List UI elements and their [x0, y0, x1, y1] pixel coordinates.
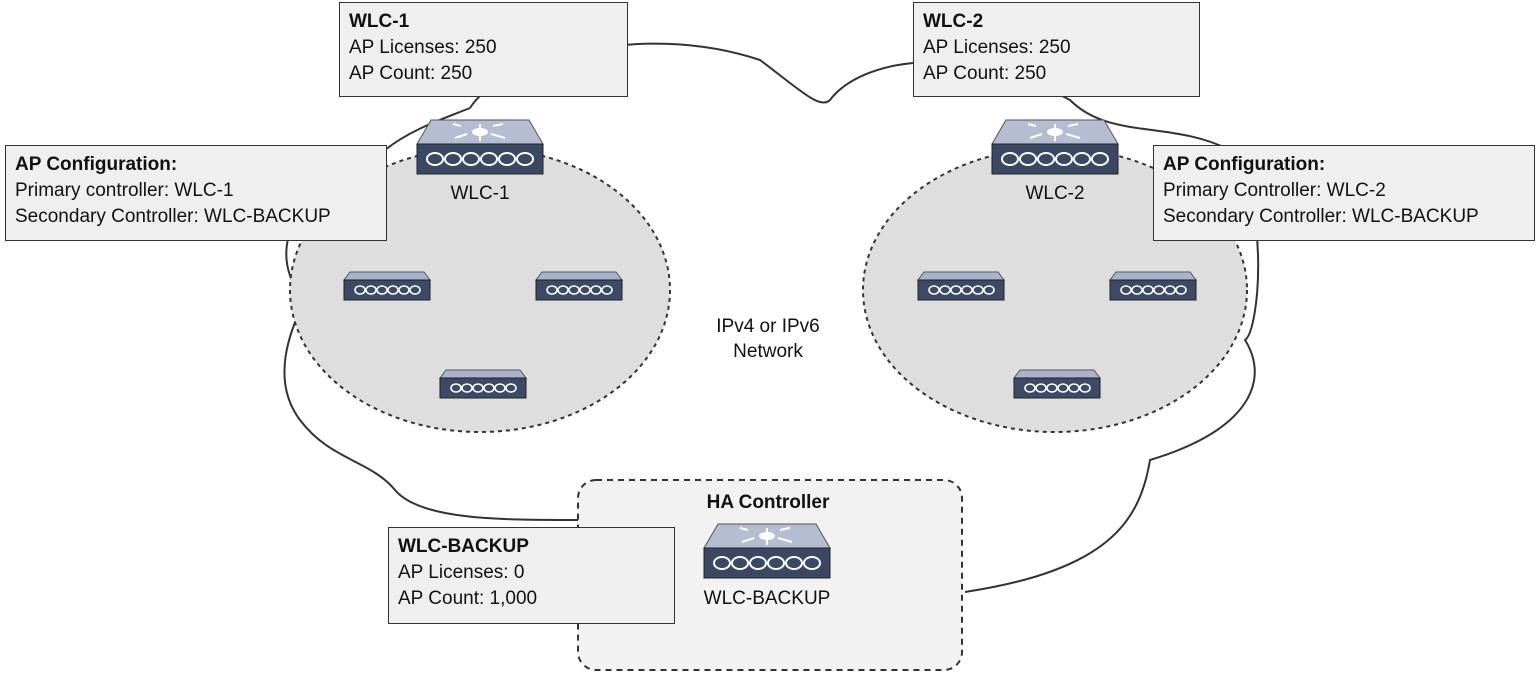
access-point-icon: [917, 271, 1005, 301]
wlc2-device-label: WLC-2: [1025, 183, 1085, 204]
ap-config-right-secondary: Secondary Controller: WLC-BACKUP: [1163, 206, 1479, 227]
access-point-icon: [343, 271, 431, 301]
network-label-line1: IPv4 or IPv6: [716, 316, 820, 337]
wlc2-info-box: WLC-2 AP Licenses: 250 AP Count: 250: [913, 2, 1200, 97]
wlc2-ap-zone: [862, 147, 1248, 433]
ap-config-left-secondary: Secondary Controller: WLC-BACKUP: [15, 206, 331, 227]
wlc1-device-label: WLC-1: [450, 183, 510, 204]
wlc2-controller-icon: [991, 119, 1119, 175]
wlc1-ap-count: AP Count: 250: [349, 63, 473, 84]
ap-config-right-box: AP Configuration: Primary Controller: WL…: [1153, 145, 1535, 241]
wlc2-ap-licenses: AP Licenses: 250: [923, 37, 1071, 58]
wlc-backup-controller-icon: [703, 523, 831, 579]
access-point-icon: [1013, 369, 1101, 399]
ap-config-left-title: AP Configuration:: [15, 154, 178, 175]
wlc-backup-ap-licenses: AP Licenses: 0: [398, 562, 525, 583]
wlc1-info-title: WLC-1: [349, 11, 410, 32]
ap-config-left-primary: Primary controller: WLC-1: [15, 180, 234, 201]
wlc2-ap-count: AP Count: 250: [923, 63, 1047, 84]
wlc2-info-title: WLC-2: [923, 11, 984, 32]
wlc-backup-ap-count: AP Count: 1,000: [398, 588, 538, 609]
wlc-backup-info-title: WLC-BACKUP: [398, 536, 529, 557]
ap-config-right-primary: Primary Controller: WLC-2: [1163, 180, 1386, 201]
network-label-line2: Network: [733, 341, 803, 362]
wlc1-ap-licenses: AP Licenses: 250: [349, 37, 497, 58]
ap-config-right-title: AP Configuration:: [1163, 154, 1326, 175]
wlc1-controller-icon: [416, 119, 544, 175]
wlc1-info-box: WLC-1 AP Licenses: 250 AP Count: 250: [339, 2, 628, 97]
ha-controller-title: HA Controller: [706, 492, 830, 513]
wlc-backup-device-label: WLC-BACKUP: [703, 588, 831, 609]
access-point-icon: [1109, 271, 1197, 301]
ap-config-left-box: AP Configuration: Primary controller: WL…: [5, 145, 387, 241]
network-label: IPv4 or IPv6 Network: [688, 314, 848, 364]
access-point-icon: [439, 369, 527, 399]
wlc-backup-info-box: WLC-BACKUP AP Licenses: 0 AP Count: 1,00…: [388, 527, 675, 624]
access-point-icon: [535, 271, 623, 301]
